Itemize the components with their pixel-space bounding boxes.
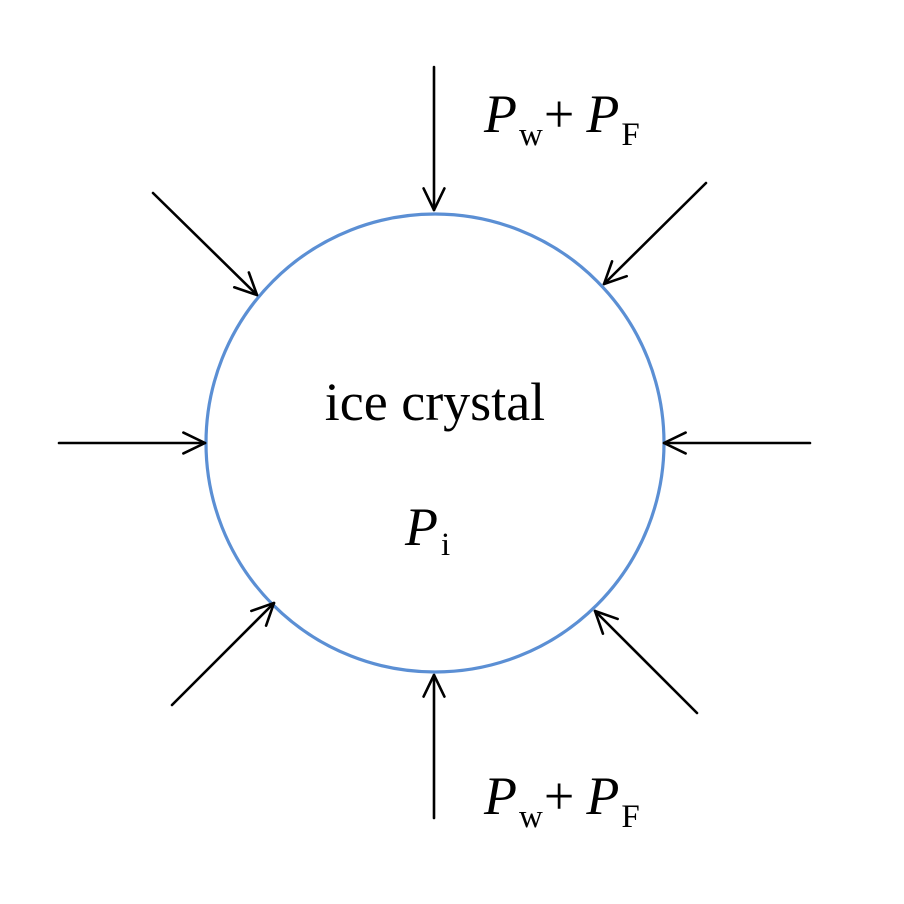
internal-pressure-label: Pi bbox=[404, 497, 450, 563]
internal-pressure-symbol: P bbox=[404, 497, 438, 557]
pressure-arrows bbox=[57, 65, 812, 820]
arrow-bottom bbox=[422, 673, 446, 820]
arrow-right-head bbox=[662, 431, 687, 455]
arrow-top-right-shaft bbox=[602, 181, 708, 286]
ice-crystal-label: ice crystal bbox=[325, 372, 545, 432]
force-pressure-symbol-top: P bbox=[585, 84, 619, 144]
external-pressure-top-label: Pw+PF bbox=[483, 84, 640, 153]
external-pressure-bottom-label: Pw+PF bbox=[483, 766, 640, 835]
force-pressure-symbol-bottom: P bbox=[585, 766, 619, 826]
water-pressure-subscript-bottom: w bbox=[519, 799, 543, 835]
arrow-top-left bbox=[151, 191, 259, 297]
arrow-left-head bbox=[182, 431, 207, 455]
arrow-top-head bbox=[422, 187, 446, 212]
arrow-top-left-head bbox=[232, 271, 259, 297]
arrow-top-right bbox=[602, 181, 708, 286]
arrow-bottom-head bbox=[422, 673, 446, 698]
arrow-bottom-left-shaft bbox=[170, 601, 276, 707]
arrow-bottom-right bbox=[593, 609, 699, 715]
arrow-top bbox=[422, 65, 446, 212]
water-pressure-subscript-top: w bbox=[519, 117, 543, 153]
water-pressure-symbol-bottom: P bbox=[483, 766, 517, 826]
arrow-top-left-shaft bbox=[151, 191, 259, 297]
arrow-right bbox=[662, 431, 812, 455]
force-pressure-subscript-top: F bbox=[621, 117, 639, 153]
arrow-top-right-head bbox=[602, 260, 628, 286]
force-pressure-subscript-bottom: F bbox=[621, 799, 639, 835]
arrow-bottom-left-head bbox=[250, 601, 276, 627]
arrow-left bbox=[57, 431, 207, 455]
arrow-bottom-right-head bbox=[593, 609, 619, 635]
plus-sign-top: + bbox=[544, 84, 574, 144]
internal-pressure-subscript: i bbox=[441, 527, 450, 563]
water-pressure-symbol-top: P bbox=[483, 84, 517, 144]
arrow-bottom-right-shaft bbox=[593, 609, 699, 715]
plus-sign-bottom: + bbox=[544, 766, 574, 826]
arrow-bottom-left bbox=[170, 601, 276, 707]
